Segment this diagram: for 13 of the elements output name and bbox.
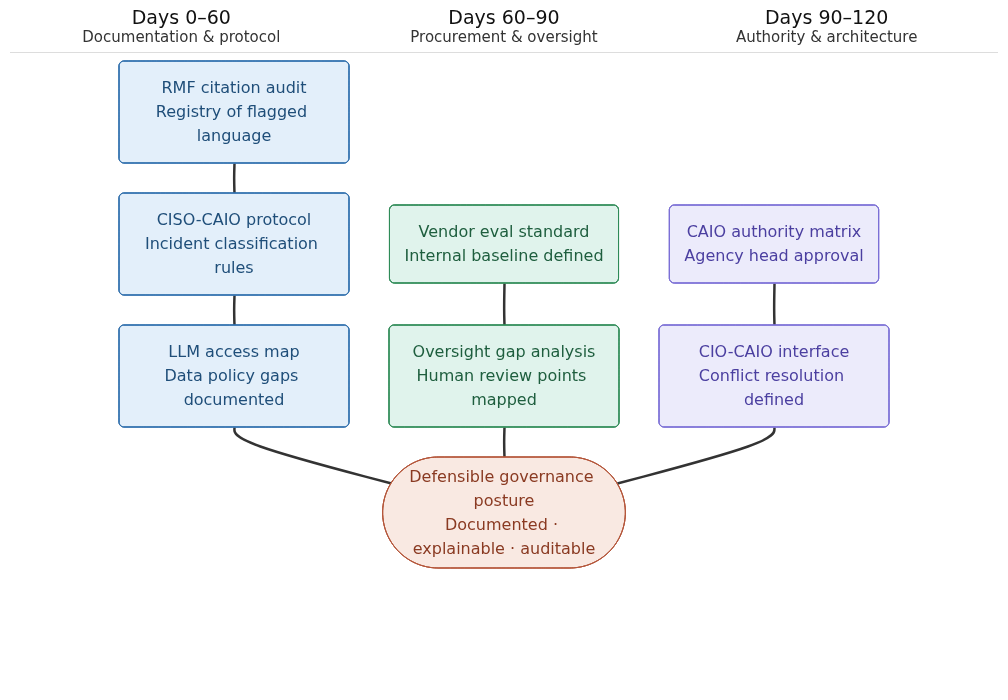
connector bbox=[772, 283, 776, 326]
connector bbox=[502, 427, 506, 458]
column-heading: Days 0–60 bbox=[130, 6, 232, 28]
column-heading: Days 60–90 bbox=[447, 6, 561, 28]
column-subtitle: Procurement & oversight bbox=[409, 28, 599, 46]
column-heading: Days 90–120 bbox=[763, 6, 890, 28]
column-subtitle: Documentation & protocol bbox=[81, 28, 282, 46]
connector bbox=[502, 283, 506, 326]
connector bbox=[232, 295, 236, 326]
connector bbox=[233, 427, 392, 485]
connector bbox=[617, 427, 776, 485]
connector bbox=[232, 163, 236, 194]
column-subtitle: Authority & architecture bbox=[734, 28, 919, 46]
